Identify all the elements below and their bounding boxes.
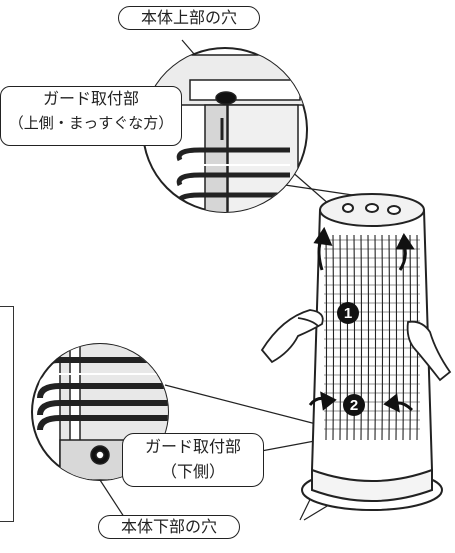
grille-bar xyxy=(381,234,384,441)
label-bottom-hole-text: 本体下部の穴 xyxy=(120,517,217,536)
label-top-hole: 本体上部の穴 xyxy=(118,6,260,30)
label-guard-mount-upper-line1: ガード取付部 xyxy=(42,89,139,108)
grille-bar xyxy=(332,234,335,441)
heater-grille xyxy=(324,234,420,441)
up-arrows xyxy=(308,226,415,413)
label-guard-mount-lower-line1: ガード取付部 xyxy=(144,437,241,456)
label-guard-mount-lower-line2: （下側） xyxy=(160,462,225,481)
hand-left-illustration xyxy=(260,309,324,364)
grille-bar xyxy=(388,234,391,441)
step-badge-1: 1 xyxy=(337,302,359,324)
step-number-1: 1 xyxy=(344,305,352,322)
label-guard-mount-lower: ガード取付部 （下側） xyxy=(122,433,264,487)
side-panel-edge xyxy=(0,306,14,522)
grille-bar xyxy=(339,234,342,441)
step-badge-2: 2 xyxy=(343,394,365,416)
grille-bar xyxy=(374,234,377,441)
label-guard-mount-upper-line2: （上側・まっすぐな方） xyxy=(8,114,174,132)
label-bottom-hole: 本体下部の穴 xyxy=(98,515,240,539)
label-top-hole-text: 本体上部の穴 xyxy=(140,8,237,27)
label-guard-mount-upper: ガード取付部 （上側・まっすぐな方） xyxy=(0,86,182,146)
top-zoom-detail xyxy=(142,47,308,213)
grille-bar xyxy=(367,234,370,441)
grille-bar xyxy=(325,234,328,441)
step-number-2: 2 xyxy=(350,397,358,414)
hand-right-illustration xyxy=(406,320,452,382)
top-hole-marker xyxy=(215,91,237,105)
